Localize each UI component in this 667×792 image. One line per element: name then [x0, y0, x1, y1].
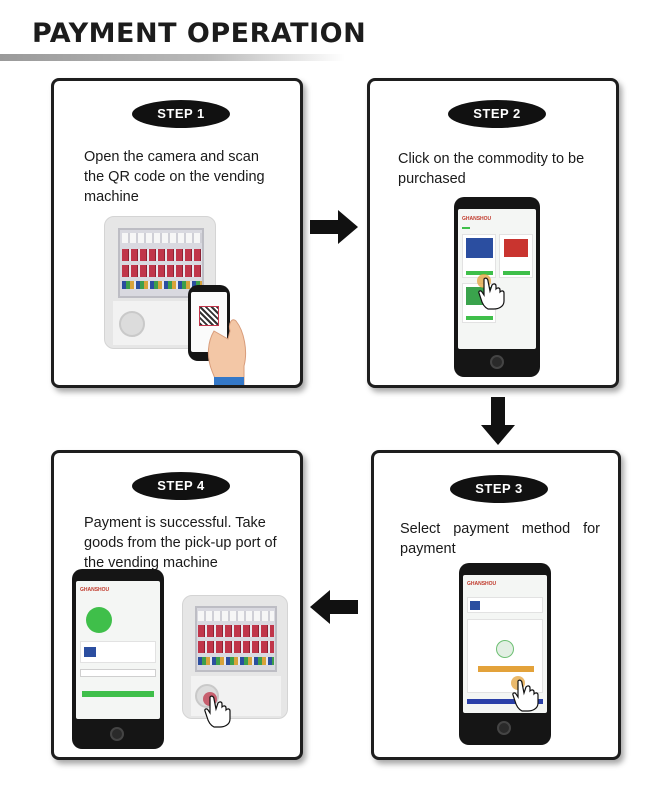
step-4-text: Payment is successful. Take goods from t… [84, 515, 277, 571]
arrow-left-icon [310, 590, 358, 624]
step-2-text: Click on the commodity to be purchased [398, 151, 585, 187]
step-3-card: STEP 3 Select payment method for payment… [371, 450, 621, 760]
page-title: PAYMENT OPERATION [32, 18, 367, 49]
step-1-card: STEP 1 Open the camera and scan the QR c… [51, 78, 303, 388]
qr-code-icon [199, 306, 219, 326]
step-3-text: Select payment method for payment [400, 521, 600, 557]
step-4-badge: STEP 4 [132, 472, 230, 500]
tap-hand-icon [511, 676, 539, 712]
hand-holding-phone-icon [207, 319, 247, 385]
step-4-card: STEP 4 Payment is successful. Take goods… [51, 450, 303, 760]
tap-hand-icon [203, 692, 231, 728]
step-1-text: Open the camera and scan the QR code on … [84, 149, 265, 205]
arrow-right-icon [310, 210, 358, 244]
step-3-badge: STEP 3 [450, 475, 548, 503]
phone-step-3: GHANSHOU [459, 563, 551, 745]
success-check-icon [86, 607, 112, 633]
arrow-down-icon [481, 397, 515, 445]
tap-hand-icon [477, 274, 505, 310]
title-underline [0, 54, 345, 61]
step-2-card: STEP 2 Click on the commodity to be purc… [367, 78, 619, 388]
phone-step-4: GHANSHOU [72, 569, 164, 749]
step-1-badge: STEP 1 [132, 100, 230, 128]
step-2-badge: STEP 2 [448, 100, 546, 128]
card-reader [119, 311, 145, 337]
